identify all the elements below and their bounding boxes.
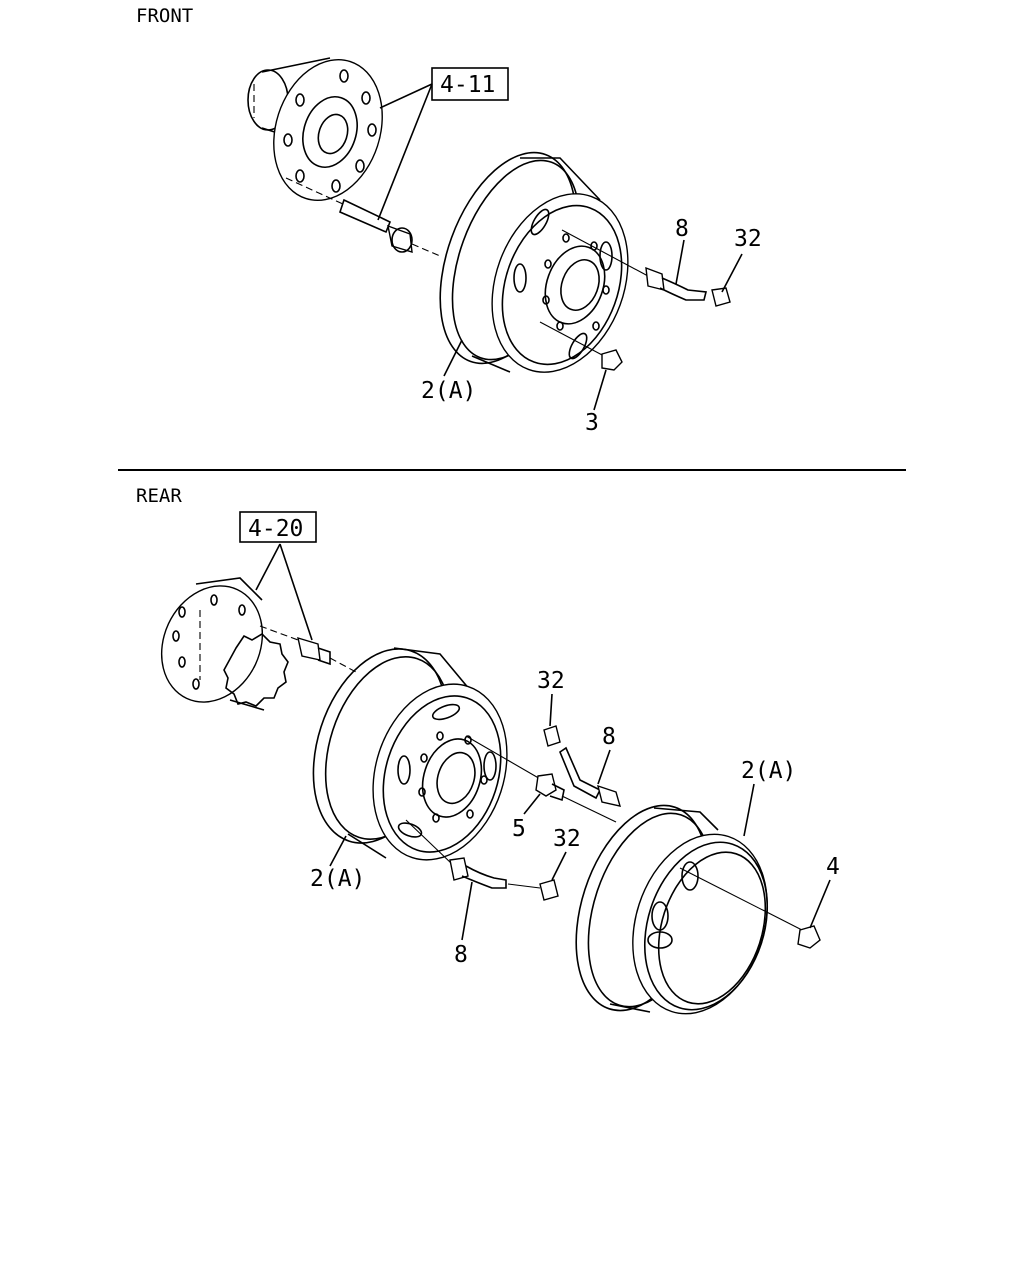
front-hub [247,57,383,202]
callout-rear-valve-upper: 8 [602,724,616,750]
rear-valve-stem-lower [405,819,541,889]
callout-rear-cap-lower: 32 [553,826,581,852]
front-wheel-nut [539,321,623,371]
front-wheel [439,151,629,373]
rear-valve-cap-lower [539,879,559,901]
rear-wheel-stud [259,625,357,673]
rear-hub [160,577,289,711]
front-wheel-stud [285,177,441,257]
callout-front-wheel: 2(A) [421,378,476,404]
rear-valve-cap-upper [543,725,561,747]
front-valve-cap [711,287,731,307]
rear-inner-wheel [312,647,508,861]
callout-front-cap: 32 [734,226,762,252]
callout-rear-outer-nut: 4 [826,854,840,880]
rear-outer-nut [797,925,821,949]
callout-rear-inner-nut: 5 [512,816,526,842]
rear-valve-stem-upper [559,746,621,807]
callout-rear-inner-wheel: 2(A) [310,866,365,892]
rear-section-label: REAR [136,485,182,507]
rear-ref-label: 4-20 [248,516,303,542]
front-section-label: FRONT [136,5,193,27]
callout-front-nut: 3 [585,410,599,436]
rear-ref-box: 4-20 [239,511,317,641]
rear-inner-nut [465,735,617,823]
front-ref-box: 4-11 [377,67,509,221]
rear-outer-wheel [575,804,803,1015]
callout-rear-cap-upper: 32 [537,668,565,694]
callout-front-valve: 8 [675,216,689,242]
front-ref-label: 4-11 [440,72,495,98]
front-valve-stem [561,229,707,301]
callout-rear-valve-lower: 8 [454,942,468,968]
callout-rear-outer-wheel: 2(A) [741,758,796,784]
